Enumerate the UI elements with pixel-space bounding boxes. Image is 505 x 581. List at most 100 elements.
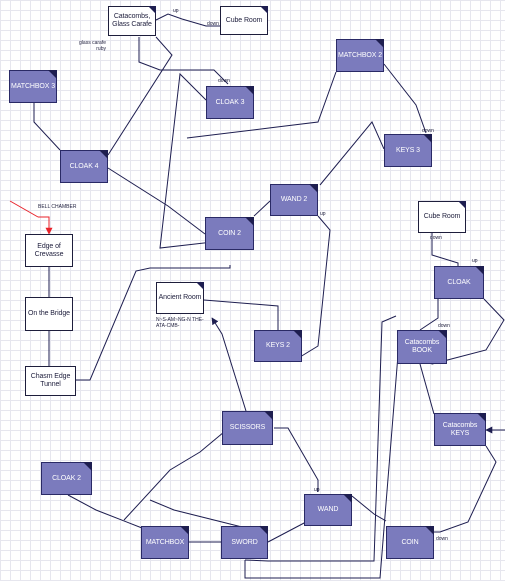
room-keys-3[interactable]: KEYS 3 [384,134,432,167]
room-label: Catacombs KEYS [442,421,478,437]
connector-scissors-ancient-arrow [211,317,247,412]
room-corner-marker [309,184,318,193]
room-catacombs-keys[interactable]: Catacombs KEYS [434,413,486,446]
room-ancient-room[interactable]: Ancient Room [156,282,204,314]
label-up: up [472,258,478,264]
room-label: SWORD [231,538,258,546]
room-wand-2[interactable]: WAND 2 [270,184,318,216]
room-label: MATCHBOX [145,538,185,546]
room-label: CLOAK 3 [215,98,245,106]
room-corner-marker [180,526,189,535]
connector-book-keys [419,363,435,415]
room-corner-marker [458,201,466,209]
room-corner-marker [245,86,254,95]
room-cloak-2[interactable]: CLOAK 2 [41,462,92,495]
room-coin-2[interactable]: COIN 2 [205,217,254,250]
connector-scissors-matchbox [123,431,225,521]
room-matchbox-2[interactable]: MATCHBOX 2 [336,39,384,72]
connector-scissors-wand [274,427,319,492]
room-cloak-3[interactable]: CLOAK 3 [206,86,254,119]
room-label: WAND 2 [280,196,308,203]
room-label: SCISSORS [229,424,266,431]
room-corner-marker [260,6,268,14]
room-cloak-4[interactable]: CLOAK 4 [60,150,108,183]
connector-ancient-keys2 [203,299,279,330]
room-corner-marker [375,39,384,48]
room-label: CLOAK [447,278,471,286]
connector-cuberoom-cloak [431,233,459,266]
room-corner-marker [83,462,92,471]
connector-matchbox3-cloak4 [33,103,61,151]
connector-cloak3-matchbox2 [186,71,337,139]
room-corner-marker [196,282,204,290]
label-up: up [320,211,326,217]
room-catacombs-book[interactable]: Catacombs BOOK [397,330,447,364]
note-glass-carafe: glass carafe ruby [79,40,106,52]
room-matchbox[interactable]: MATCHBOX [141,526,189,559]
room-label: MATCHBOX 2 [338,51,382,59]
room-label: WAND [317,506,339,513]
room-scissors[interactable]: SCISSORS [222,411,273,445]
room-sword[interactable]: SWORD [221,526,268,559]
room-label: COIN 2 [218,229,241,237]
room-on-the-bridge[interactable]: On the Bridge [25,297,73,331]
note-bell-chamber: BELL CHAMBER [38,204,77,210]
room-label: On the Bridge [28,310,70,317]
label-down: down [430,235,442,241]
connector-wand2-keys2 [299,215,331,358]
room-matchbox-3[interactable]: MATCHBOX 3 [9,70,57,103]
note-ancient-room: N~S-AM~NG-N THE-ATA-CMB- [156,317,204,329]
room-corner-marker [423,134,432,143]
room-corner-marker [425,526,434,535]
room-corner-marker [99,150,108,159]
room-corner-marker [245,217,254,226]
room-wand[interactable]: WAND [304,494,352,526]
room-cloak[interactable]: CLOAK [434,266,484,299]
room-label: Edge of Crevasse [34,242,64,258]
room-corner-marker [477,413,486,422]
room-corner-marker [259,526,268,535]
room-cube-room-right[interactable]: Cube Room [418,201,466,233]
room-label: Ancient Room [158,294,202,301]
room-corner-marker [264,411,273,420]
connector-cloak2-matchbox [67,494,143,529]
connector-matchbox2-keys3 [383,63,427,134]
connector-sword-long [244,329,401,579]
room-label: MATCHBOX 3 [11,82,55,90]
room-label: KEYS 2 [266,342,290,349]
room-corner-marker [48,70,57,79]
room-coin[interactable]: COIN [386,526,434,559]
room-label: Catacombs BOOK [404,339,440,354]
room-chasm-edge-tunnel[interactable]: Chasm Edge Tunnel [25,366,76,396]
room-edge-of-crevasse[interactable]: Edge of Crevasse [25,234,73,267]
label-down: down [436,536,448,542]
entry-arrow-edge [38,216,53,235]
room-catacombs-glass-carafe[interactable]: Catacombs, Glass Carafe [108,6,156,36]
room-label: COIN [401,538,419,546]
label-down: down [207,21,219,27]
label-up: up [314,487,320,493]
connector-wand2-coin2 [253,200,271,217]
room-corner-marker [475,266,484,275]
connector-sword-wand [267,521,307,543]
entry-arrow-bell [9,200,39,218]
room-cube-room-top[interactable]: Cube Room [220,6,268,35]
room-label: Chasm Edge Tunnel [30,373,71,388]
room-corner-marker [438,330,447,339]
room-label: Catacombs, Glass Carafe [112,13,152,28]
room-label: KEYS 3 [396,146,420,154]
room-label: CLOAK 2 [52,474,81,482]
label-down: down [218,78,230,84]
connector-catacombs-cuberoom [155,13,220,27]
connector-cloak4-coin2 [107,167,206,235]
room-keys-2[interactable]: KEYS 2 [254,330,302,362]
room-corner-marker [148,6,156,14]
connector-long-mid [149,499,247,529]
connector-long-book-sword [244,315,397,562]
connector-cloak-book [419,299,439,331]
connector-catacombs-cloak3 [138,37,229,85]
label-up: up [173,8,179,14]
connector-keys-coin [434,445,497,533]
connector-catacombs-cloak4 [107,36,173,156]
